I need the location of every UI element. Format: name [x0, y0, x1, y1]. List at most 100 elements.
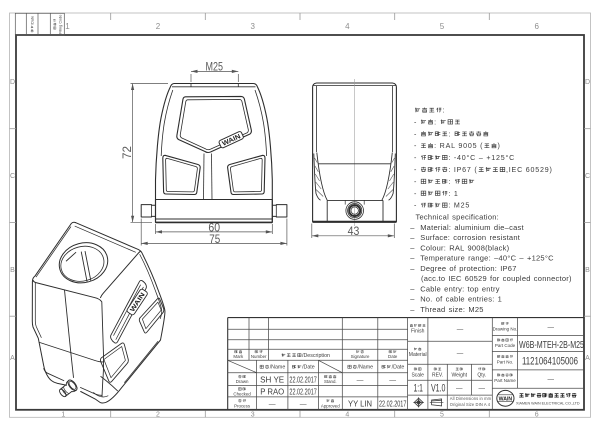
svg-text:Scale: Scale	[411, 373, 424, 379]
svg-text:75: 75	[209, 234, 220, 246]
svg-text:B: B	[10, 267, 15, 274]
svg-text:No. of cable entries: 1: No. of cable entries: 1	[420, 295, 502, 304]
svg-text:2: 2	[156, 412, 160, 419]
svg-text:—: —	[357, 377, 364, 384]
svg-text:—: —	[479, 385, 486, 392]
svg-text:5: 5	[440, 22, 445, 31]
svg-text:-: -	[414, 154, 420, 162]
svg-text:—: —	[457, 350, 464, 357]
svg-text:–: –	[410, 264, 415, 273]
svg-text:22.02.2017: 22.02.2017	[289, 375, 317, 384]
svg-text:—: —	[300, 401, 307, 408]
svg-text:1: 1	[65, 22, 70, 31]
svg-text:Finish: Finish	[411, 329, 425, 335]
svg-text:: RAL 9005 (: : RAL 9005 (	[434, 142, 483, 150]
svg-text:1121064105006: 1121064105006	[522, 355, 578, 367]
svg-text:,IEC 60529): ,IEC 60529)	[506, 166, 553, 174]
svg-text:–: –	[410, 233, 415, 242]
svg-text:M25: M25	[206, 62, 224, 74]
svg-text:-: -	[414, 130, 420, 138]
svg-text:72: 72	[122, 146, 134, 159]
svg-text:–: –	[410, 305, 415, 314]
svg-text:Material: Material	[409, 352, 427, 358]
svg-text:43: 43	[348, 226, 360, 238]
svg-text:): )	[498, 142, 501, 150]
svg-text:-: -	[414, 166, 420, 174]
svg-text:6: 6	[535, 412, 539, 419]
svg-text:4: 4	[345, 22, 350, 31]
svg-text:P RAO: P RAO	[260, 387, 284, 396]
svg-text:A: A	[10, 355, 15, 362]
svg-text:Approved: Approved	[321, 403, 340, 408]
svg-text:/Name: /Name	[357, 365, 373, 371]
svg-text:Checked: Checked	[233, 391, 251, 396]
svg-text:—: —	[269, 401, 276, 408]
svg-text:Weight: Weight	[452, 373, 468, 379]
svg-text::: :	[448, 178, 454, 186]
svg-text:SH YE: SH YE	[260, 375, 284, 384]
svg-text:Part Code: Part Code	[495, 343, 516, 348]
svg-text::: :	[448, 130, 454, 138]
svg-text:1:1: 1:1	[413, 382, 423, 394]
svg-text:Filing Code: Filing Code	[59, 15, 63, 34]
svg-text::: :	[434, 118, 440, 126]
svg-text:Part No.: Part No.	[497, 360, 514, 365]
svg-text:Original Size DIN A 4: Original Size DIN A 4	[450, 402, 491, 407]
svg-text:All Dimensions in mm: All Dimensions in mm	[450, 396, 492, 401]
svg-text:-: -	[414, 178, 420, 186]
svg-text:—: —	[547, 324, 554, 331]
svg-text:/Name: /Name	[270, 365, 286, 371]
svg-text:22.02.2017: 22.02.2017	[289, 387, 317, 396]
svg-text:—: —	[456, 385, 463, 392]
svg-text::: :	[442, 107, 445, 115]
svg-text:D: D	[585, 79, 590, 86]
svg-text:Surface: corrosion resistant: Surface: corrosion resistant	[420, 233, 521, 242]
svg-text:Colour: RAL 9008(black): Colour: RAL 9008(black)	[420, 243, 509, 252]
svg-text:1: 1	[61, 412, 65, 419]
svg-text:5: 5	[440, 412, 444, 419]
svg-text:-: -	[414, 142, 420, 150]
svg-text:–: –	[410, 284, 415, 293]
svg-text:XIAMEN WAIN ELECTRICAL CO.,LTD: XIAMEN WAIN ELECTRICAL CO.,LTD	[516, 401, 580, 405]
svg-text:/Description: /Description	[302, 353, 330, 359]
svg-text:3: 3	[251, 412, 255, 419]
svg-text:-: -	[414, 118, 420, 126]
svg-text:: M25: : M25	[448, 202, 470, 210]
svg-text:-: -	[414, 202, 420, 210]
svg-text:(acc.to IEC 60529 for coupled: (acc.to IEC 60529 for coupled connector)	[421, 274, 572, 283]
svg-text:4: 4	[345, 412, 349, 419]
svg-text:—: —	[547, 377, 554, 384]
svg-text:Temperature range: –40°C – +12: Temperature range: –40°C – +125°C	[420, 254, 554, 263]
svg-text:REV.: REV.	[432, 373, 443, 379]
svg-text:Date: Date	[388, 354, 398, 359]
svg-text:—: —	[457, 327, 464, 334]
svg-text:Technical specification:: Technical specification:	[416, 213, 500, 222]
svg-text:: 1: : 1	[448, 190, 458, 198]
svg-text:: IP67 (: : IP67 (	[448, 166, 477, 174]
svg-text:Part Name: Part Name	[494, 378, 516, 383]
svg-text:2: 2	[156, 22, 161, 31]
svg-text:Thread size: M25: Thread size: M25	[420, 305, 484, 314]
svg-text:–: –	[410, 254, 415, 263]
svg-text:Mark: Mark	[233, 354, 244, 359]
svg-text:22.02.2017: 22.02.2017	[379, 399, 407, 408]
svg-text:–: –	[410, 243, 415, 252]
svg-text:W6B-MTEH-2B-M25: W6B-MTEH-2B-M25	[519, 339, 584, 351]
svg-text:C: C	[585, 173, 590, 180]
svg-text:-: -	[414, 190, 420, 198]
svg-text:D: D	[10, 79, 15, 86]
svg-text:V1.0: V1.0	[431, 382, 446, 394]
svg-text:Degree of protection: IP67: Degree of protection: IP67	[420, 264, 516, 273]
svg-text:6: 6	[534, 22, 539, 31]
svg-text:/Date: /Date	[302, 365, 315, 371]
svg-text:Qty.: Qty.	[477, 373, 486, 379]
svg-text:—: —	[389, 377, 396, 384]
svg-text:Drawing No.: Drawing No.	[493, 327, 518, 332]
svg-text:–: –	[410, 295, 415, 304]
svg-text:Process: Process	[234, 403, 251, 408]
svg-text:Material: aluminium die–cast: Material: aluminium die–cast	[420, 223, 524, 232]
svg-text:–: –	[410, 223, 415, 232]
svg-text:/Date: /Date	[392, 365, 405, 371]
svg-text:3: 3	[250, 22, 255, 31]
svg-text:Signature: Signature	[351, 354, 370, 359]
